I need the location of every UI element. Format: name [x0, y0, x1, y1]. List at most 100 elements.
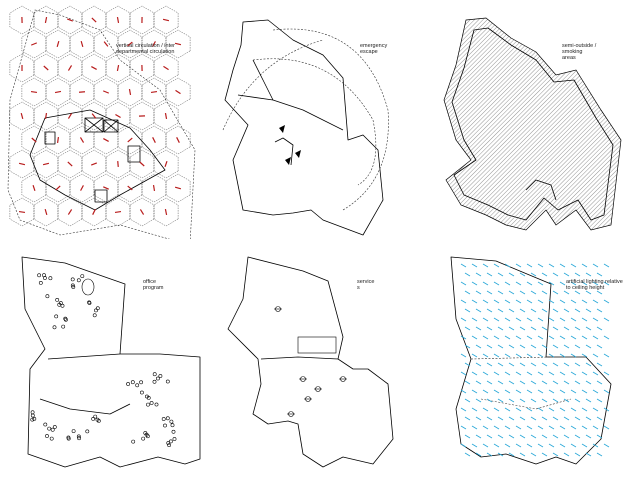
light-fixture — [464, 452, 471, 457]
light-fixture — [596, 380, 603, 385]
zone-divider — [480, 398, 572, 410]
desk-symbol — [163, 423, 167, 428]
light-fixture — [464, 344, 471, 349]
circulation-mark — [18, 210, 26, 214]
light-fixture — [475, 326, 482, 331]
light-fixture — [563, 326, 570, 331]
light-fixture — [486, 344, 493, 349]
light-fixture — [563, 344, 570, 349]
hex-cell — [9, 5, 35, 35]
light-fixture — [504, 299, 511, 304]
circulation-mark — [30, 90, 38, 94]
light-fixture — [574, 272, 581, 277]
hex-cell — [129, 5, 155, 35]
circulation-mark — [20, 112, 24, 120]
hex-cell — [69, 77, 95, 107]
light-fixture — [475, 290, 482, 295]
light-fixture — [537, 425, 544, 430]
light-fixture — [504, 281, 511, 286]
light-fixture — [541, 398, 548, 403]
light-fixture — [508, 362, 515, 367]
desk-symbol — [61, 324, 66, 329]
desk-symbol — [169, 419, 174, 424]
desk-symbol — [70, 277, 75, 282]
circulation-mark — [90, 162, 98, 166]
circulation-mark — [139, 209, 145, 215]
hex-cell — [69, 173, 95, 203]
light-fixture — [526, 443, 533, 448]
light-fixture — [519, 308, 526, 313]
desk-symbol — [49, 436, 54, 441]
desk-symbol — [55, 298, 60, 302]
light-fixture — [460, 371, 467, 376]
light-fixture — [585, 398, 592, 403]
light-fixture — [482, 281, 489, 286]
interior-wall — [260, 356, 339, 360]
light-fixture — [475, 272, 482, 277]
light-fixture — [592, 407, 599, 412]
floorplate-outline — [29, 109, 166, 211]
light-fixture — [581, 299, 588, 304]
service-plan — [227, 256, 394, 468]
hex-cell — [81, 53, 107, 83]
light-fixture — [508, 416, 515, 421]
light-fixture — [497, 434, 504, 439]
light-fixture — [585, 326, 592, 331]
light-fixture — [570, 407, 577, 412]
desk-symbol — [52, 325, 57, 330]
escape-route — [252, 58, 377, 186]
circulation-mark — [78, 91, 86, 93]
light-fixture — [574, 344, 581, 349]
hex-cell — [141, 29, 167, 59]
light-fixture — [482, 443, 489, 448]
desk-symbol — [165, 416, 170, 421]
panel-lighting: artificial lighting relative to ceiling … — [426, 239, 639, 478]
light-fixture — [519, 362, 526, 367]
light-fixture — [570, 425, 577, 430]
circulation-mark — [102, 90, 110, 94]
light-fixture — [537, 407, 544, 412]
hex-cell — [9, 197, 35, 227]
desk-symbol — [37, 273, 42, 278]
circulation-mark — [139, 161, 145, 167]
light-fixture — [508, 452, 515, 457]
light-fixture — [497, 452, 504, 457]
light-fixture — [559, 443, 566, 448]
light-fixture — [504, 263, 511, 268]
light-fixture — [460, 443, 467, 448]
light-fixture — [526, 371, 533, 376]
floorplate-outline — [21, 256, 201, 468]
light-fixture — [570, 281, 577, 286]
circulation-mark — [31, 137, 37, 143]
light-fixture — [486, 326, 493, 331]
light-fixture — [552, 290, 559, 295]
light-fixture — [471, 263, 478, 268]
light-fixture — [585, 380, 592, 385]
circulation-mark — [54, 90, 62, 94]
light-fixture — [493, 389, 500, 394]
circulation-mark — [162, 18, 170, 22]
desk-symbol — [66, 436, 71, 441]
floorplate-outline — [451, 27, 614, 221]
light-fixture — [559, 317, 566, 322]
light-fixture — [526, 407, 533, 412]
hex-cell — [153, 101, 179, 131]
interior-wall — [252, 59, 274, 101]
light-fixture — [592, 281, 599, 286]
light-fixture — [497, 308, 504, 313]
light-fixture — [574, 398, 581, 403]
circulation-mark — [18, 162, 26, 166]
circulation-mark — [80, 40, 84, 48]
light-fixture — [596, 398, 603, 403]
light-fixture — [574, 326, 581, 331]
desk-symbol — [126, 382, 131, 386]
light-fixture — [471, 335, 478, 340]
light-fixture — [596, 326, 603, 331]
desk-symbol — [166, 441, 171, 445]
hex-cell — [81, 5, 107, 35]
hex-cell — [165, 29, 191, 59]
light-fixture — [592, 443, 599, 448]
light-fixture — [541, 416, 548, 421]
light-fixture — [570, 371, 577, 376]
light-fixture — [548, 317, 555, 322]
